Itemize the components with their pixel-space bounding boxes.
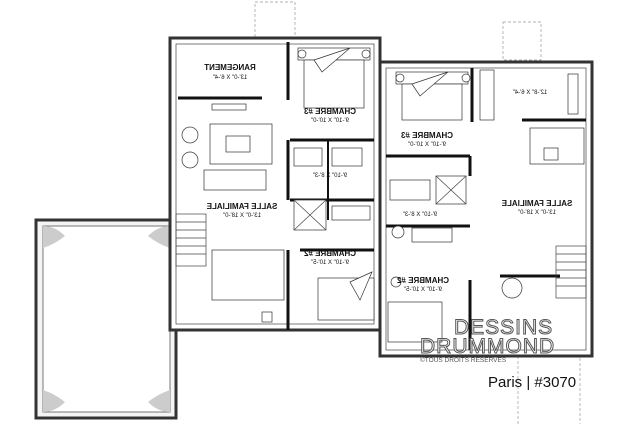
brand-line1: DESSINS xyxy=(454,316,554,339)
upper-deck-outline-right xyxy=(502,21,542,61)
plan-title: Paris | #3070 xyxy=(488,374,577,391)
brand-watermark: DESSINS DRUMMOND ©TOUS DROITS RÉSERVÉS xyxy=(420,316,600,365)
right-unit xyxy=(378,60,594,358)
room-dims-bath-right: 9'-10" X 8'-3" xyxy=(403,212,438,218)
room-dims-chambre3-left: 9'-10" X 10'-0" xyxy=(311,118,349,124)
room-dims-salle-familiale-left: 13'-0" X 18'-0" xyxy=(223,213,261,219)
room-label-chambre2-left: CHAMBRE #2 xyxy=(303,249,356,258)
room-label-rangement: RANGEMENT xyxy=(204,63,256,72)
room-dims-bath-left: 9'-10" X 8'-3" xyxy=(313,173,348,179)
room-label-chambre3-left: CHAMBRE #3 xyxy=(303,107,356,116)
room-label-salle-familiale-right: SALLE FAMILIALE xyxy=(501,199,572,208)
room-label-chambre2-right: CHAMBRE #2 xyxy=(396,276,449,285)
room-dims-chambre2-right: 9'-10" X 10'-5" xyxy=(404,287,442,293)
room-dims-chambre3-right: 9'-10" X 10'-0" xyxy=(408,142,446,148)
room-label-salle-familiale-left: SALLE FAMILIALE xyxy=(206,202,277,211)
room-dims-chambre2-left: 9'-10" X 10'-5" xyxy=(311,260,349,266)
room-dims-office-right: 12'-8" X 6'-4" xyxy=(513,90,548,96)
left-unit xyxy=(168,36,382,332)
upper-deck-outline-left xyxy=(254,1,296,43)
brand-line2: DRUMMOND xyxy=(420,335,556,358)
room-dims-rangement: 13'-0" X 6'-4" xyxy=(213,75,248,81)
room-dims-salle-familiale-right: 13'-0" X 18'-0" xyxy=(518,210,556,216)
garage xyxy=(34,218,178,420)
room-label-chambre3-right: CHAMBRE #3 xyxy=(400,131,453,140)
brand-copyright: ©TOUS DROITS RÉSERVÉS xyxy=(420,357,507,364)
